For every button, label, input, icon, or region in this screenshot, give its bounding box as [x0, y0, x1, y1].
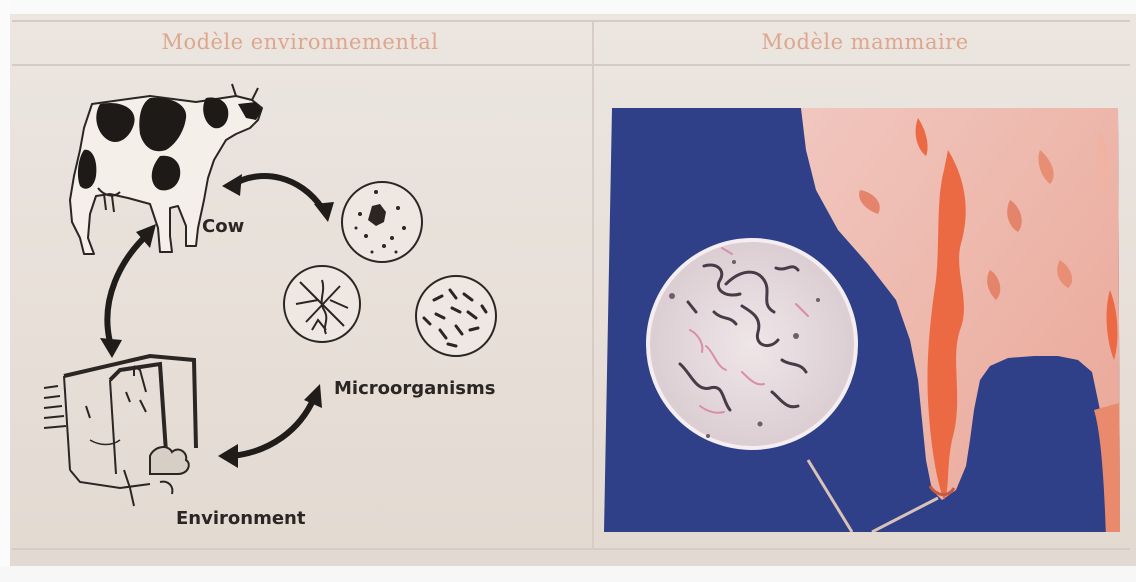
udder-microscope-image: [0, 0, 1136, 582]
figure-page: Modèle environnemental Modèle mammaire: [0, 0, 1136, 582]
